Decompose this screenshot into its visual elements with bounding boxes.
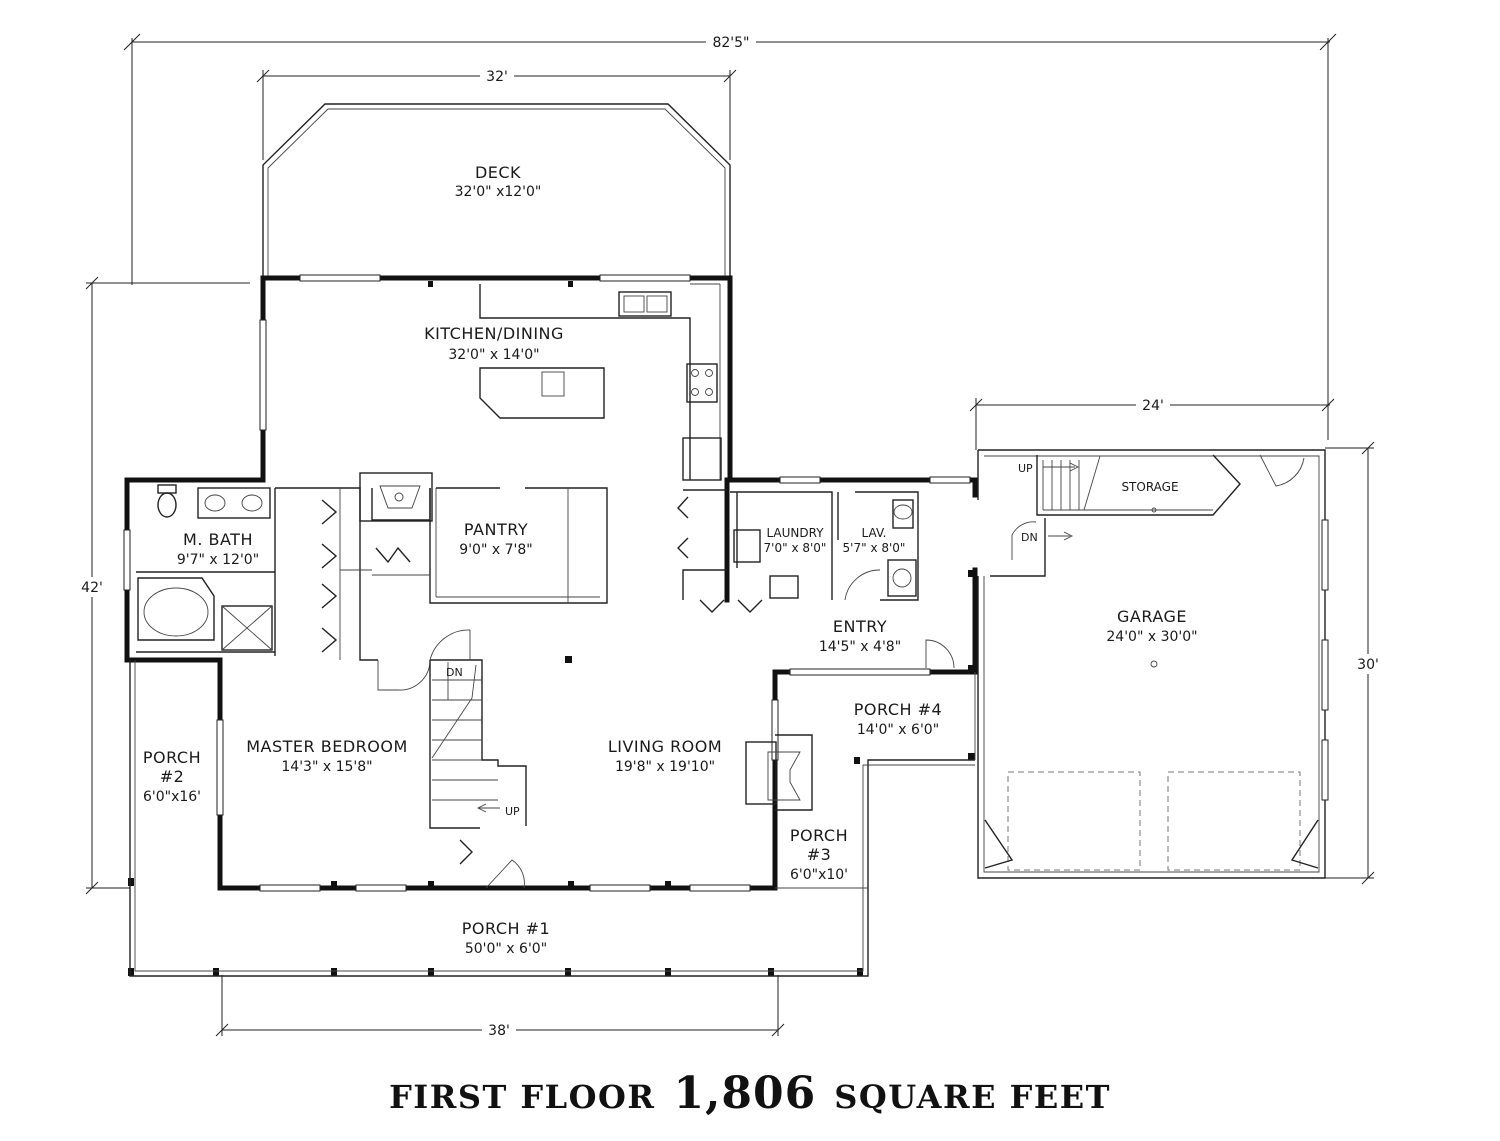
title-prefix: FIRST FLOOR bbox=[389, 1078, 656, 1116]
deck-width-label: 32' bbox=[486, 69, 508, 85]
stairs: DN UP bbox=[429, 629, 527, 889]
fireplace bbox=[745, 734, 813, 811]
deck-name: DECK bbox=[475, 163, 521, 182]
garage-width-label: 24' bbox=[1142, 398, 1164, 414]
vanity-icon bbox=[197, 487, 271, 519]
overall-depth-label: 42' bbox=[81, 580, 103, 596]
main-stair-up: UP bbox=[505, 805, 520, 818]
porch1-size: 50'0" x 6'0" bbox=[465, 941, 547, 957]
laundry-size: 7'0" x 8'0" bbox=[764, 541, 827, 555]
title-area: 1,806 bbox=[673, 1068, 817, 1119]
deck bbox=[262, 103, 731, 278]
garage-stair-dn: DN bbox=[1021, 531, 1038, 544]
range-icon bbox=[686, 363, 718, 403]
porch2-number: #2 bbox=[160, 767, 185, 786]
master-bath-fixtures bbox=[136, 484, 276, 656]
pantry-name: PANTRY bbox=[464, 520, 528, 539]
washer-icon bbox=[733, 529, 761, 563]
dryer-icon bbox=[769, 575, 799, 599]
pantry-size: 9'0" x 7'8" bbox=[459, 542, 532, 558]
plan-title: FIRST FLOOR 1,806 SQUARE FEET bbox=[0, 1068, 1500, 1119]
kitchen-name: KITCHEN/DINING bbox=[424, 324, 564, 343]
porch3-name: PORCH bbox=[790, 826, 848, 845]
entry-size: 14'5" x 4'8" bbox=[819, 639, 901, 655]
garage: UP DN bbox=[977, 449, 1329, 879]
title-suffix: SQUARE FEET bbox=[834, 1078, 1111, 1116]
windows bbox=[123, 274, 971, 892]
master-bedroom-name: MASTER BEDROOM bbox=[246, 737, 408, 756]
main-walls bbox=[124, 275, 978, 891]
porch-width-label: 38' bbox=[488, 1023, 510, 1039]
porch1-name: PORCH #1 bbox=[462, 919, 550, 938]
m-bath-name: M. BATH bbox=[183, 530, 253, 549]
posts bbox=[128, 281, 975, 976]
entry-name: ENTRY bbox=[833, 617, 887, 636]
kitchen-fixtures bbox=[479, 283, 722, 481]
refrigerator-icon bbox=[682, 437, 722, 481]
porches bbox=[129, 660, 976, 977]
storage-name: STORAGE bbox=[1121, 480, 1178, 494]
garage-name: GARAGE bbox=[1117, 607, 1187, 626]
m-bath-size: 9'7" x 12'0" bbox=[177, 552, 259, 568]
lav-toilet-icon bbox=[892, 499, 914, 529]
room-labels: DECK 32'0" x12'0" KITCHEN/DINING 32'0" x… bbox=[143, 163, 1198, 957]
toilet-icon bbox=[157, 492, 177, 518]
laundry-lav bbox=[677, 489, 955, 669]
laundry-name: LAUNDRY bbox=[766, 526, 824, 540]
porch3-number: #3 bbox=[807, 845, 832, 864]
porch4-name: PORCH #4 bbox=[854, 700, 942, 719]
overall-width-label: 82'5" bbox=[712, 35, 749, 51]
dimension-labels: 82'5" 32' 24' 42' 30' 38' bbox=[78, 33, 1384, 1039]
porch2-size: 6'0"x16' bbox=[143, 789, 201, 805]
main-stair-dn: DN bbox=[446, 666, 463, 679]
kitchen-sink-icon bbox=[618, 291, 672, 317]
lav-name: LAV. bbox=[862, 526, 887, 540]
porch2-name: PORCH bbox=[143, 748, 201, 767]
island-sink-icon bbox=[541, 371, 565, 397]
living-room-size: 19'8" x 19'10" bbox=[615, 759, 715, 775]
porch4-size: 14'0" x 6'0" bbox=[857, 722, 939, 738]
garage-depth-label: 30' bbox=[1357, 657, 1379, 673]
lav-sink-icon bbox=[887, 559, 917, 597]
shower-icon bbox=[221, 605, 273, 651]
lav-size: 5'7" x 8'0" bbox=[843, 541, 906, 555]
core-sink-icon bbox=[359, 472, 433, 522]
living-room-name: LIVING ROOM bbox=[608, 737, 722, 756]
kitchen-size: 32'0" x 14'0" bbox=[448, 347, 539, 363]
kitchen-island bbox=[479, 367, 605, 419]
deck-size: 32'0" x12'0" bbox=[455, 184, 542, 200]
tub-icon bbox=[137, 577, 215, 641]
master-bedroom-size: 14'3" x 15'8" bbox=[281, 759, 372, 775]
garage-stair-up: UP bbox=[1018, 462, 1033, 475]
central-core bbox=[275, 472, 608, 691]
garage-size: 24'0" x 30'0" bbox=[1106, 629, 1197, 645]
porch3-size: 6'0"x10' bbox=[790, 867, 848, 883]
